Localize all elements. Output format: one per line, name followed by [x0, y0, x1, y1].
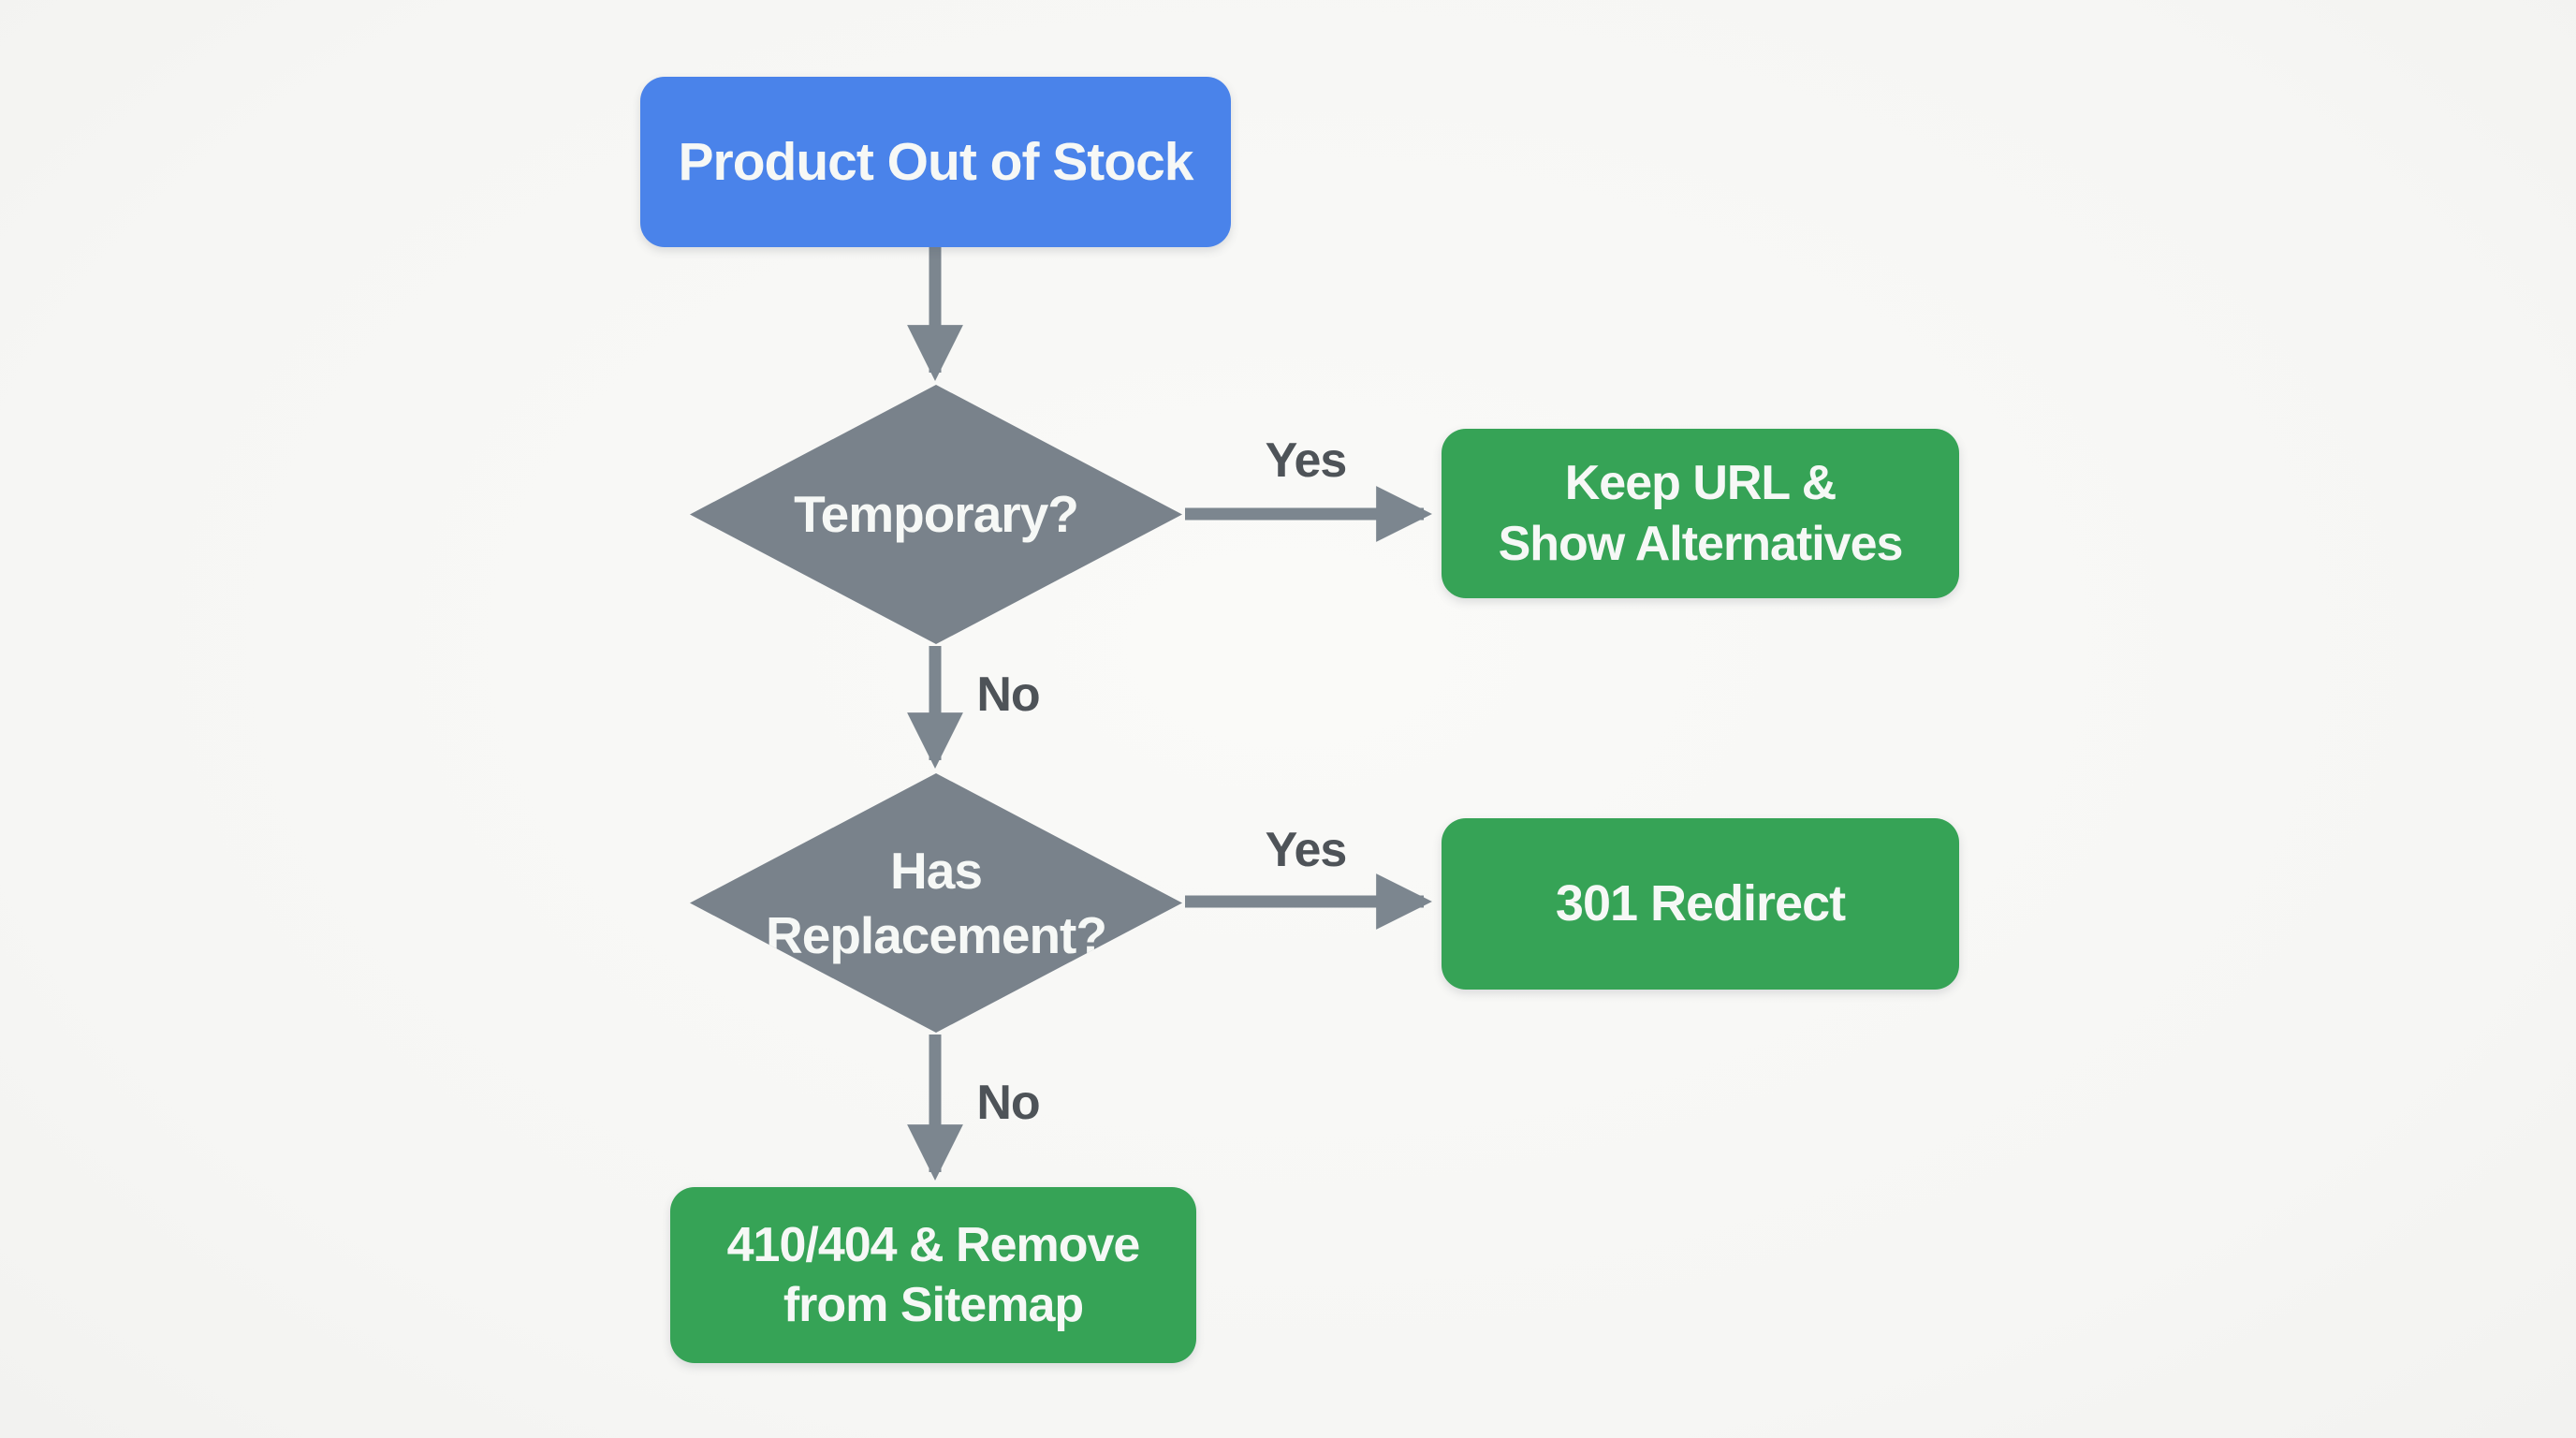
node-301-redirect: 301 Redirect	[1442, 818, 1959, 990]
node-keep-url-show-alternatives: Keep URL & Show Alternatives	[1442, 429, 1959, 598]
edge-label-replacement-no: No	[976, 1076, 1040, 1130]
node-product-out-of-stock-label: Product Out of Stock	[678, 131, 1194, 192]
node-410-404-line2: from Sitemap	[783, 1278, 1084, 1332]
node-keep-url-line1: Keep URL &	[1564, 456, 1837, 511]
node-301-redirect-label: 301 Redirect	[1555, 875, 1846, 932]
edge-label-replacement-yes: Yes	[1265, 823, 1348, 877]
node-keep-url-line2: Show Alternatives	[1498, 516, 1904, 571]
edge-label-temporary-no: No	[976, 668, 1040, 722]
edge-label-temporary-yes: Yes	[1265, 433, 1348, 488]
node-410-404-line1: 410/404 & Remove	[726, 1217, 1141, 1272]
node-has-replacement-line2: Replacement?	[766, 905, 1107, 964]
node-product-out-of-stock: Product Out of Stock	[640, 77, 1231, 247]
node-has-replacement-line1: Has	[890, 842, 983, 901]
node-decision-temporary-label: Temporary?	[794, 485, 1079, 544]
node-410-404-remove-sitemap: 410/404 & Remove from Sitemap	[670, 1187, 1196, 1363]
